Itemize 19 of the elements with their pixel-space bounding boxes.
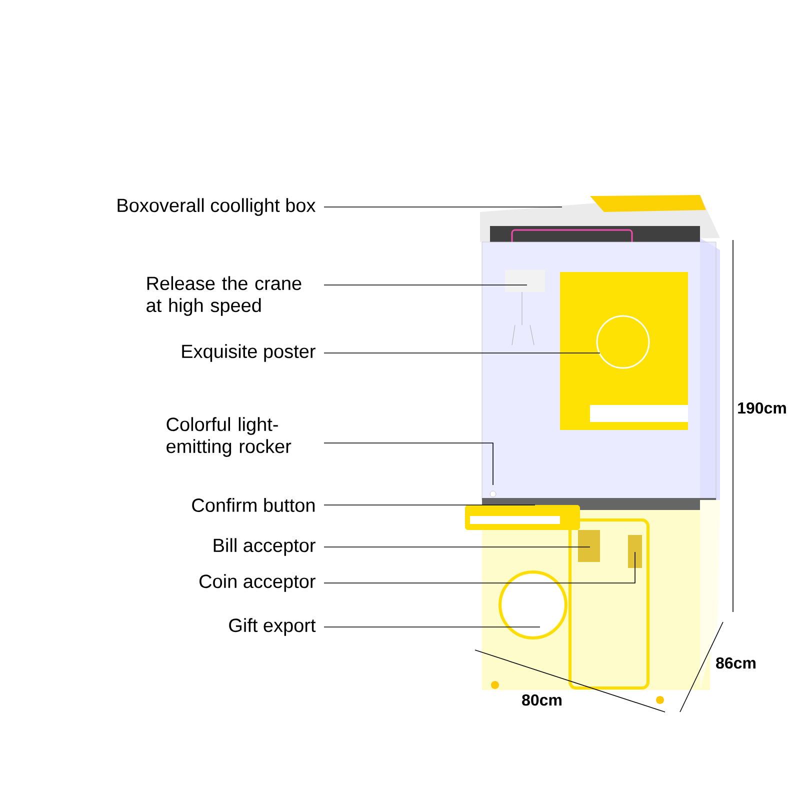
callout-text: Release the crane at high speed <box>146 276 302 316</box>
callout-text: Exquisite poster <box>182 344 316 362</box>
callout-text: Coin acceptor <box>200 574 316 592</box>
callout-text: Boxoverall coollight box <box>118 198 316 216</box>
leader-line <box>324 206 562 208</box>
leader-line <box>324 546 590 548</box>
leader-line <box>324 442 494 486</box>
leader-line <box>324 626 540 628</box>
dimension-label: 86cm <box>716 657 756 669</box>
dimension-label: 80cm <box>522 694 562 706</box>
leader-line <box>324 552 636 584</box>
callout-text: Gift export <box>229 618 316 636</box>
dimension-label: 190cm <box>738 402 786 414</box>
leader-line <box>324 504 536 506</box>
leader-line <box>324 352 600 354</box>
leader-line <box>324 284 528 286</box>
callout-text: Bill acceptor <box>214 538 316 556</box>
callout-text: Confirm button <box>192 498 315 512</box>
callout-text: Colorful light-emitting rocker <box>166 417 292 457</box>
